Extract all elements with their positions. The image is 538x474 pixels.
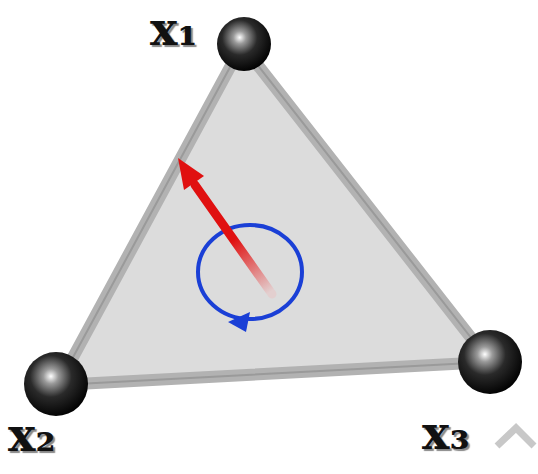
- vertex-sphere: [217, 17, 271, 71]
- vertex-label: x₃: [422, 410, 470, 456]
- normal-arrowhead: [178, 158, 204, 190]
- rotation-arrowhead: [228, 312, 250, 332]
- vertex-sphere: [24, 352, 88, 416]
- vertex-sphere: [458, 330, 522, 394]
- triangle-edge: [58, 45, 490, 385]
- triangle-face: [58, 45, 490, 385]
- rotation-circle: [198, 225, 302, 319]
- vertex-label: x₂: [8, 412, 56, 458]
- vertex-label: x₁: [150, 6, 198, 52]
- normal-arrow-shaft: [195, 185, 272, 294]
- decoration-chevron: [497, 428, 534, 446]
